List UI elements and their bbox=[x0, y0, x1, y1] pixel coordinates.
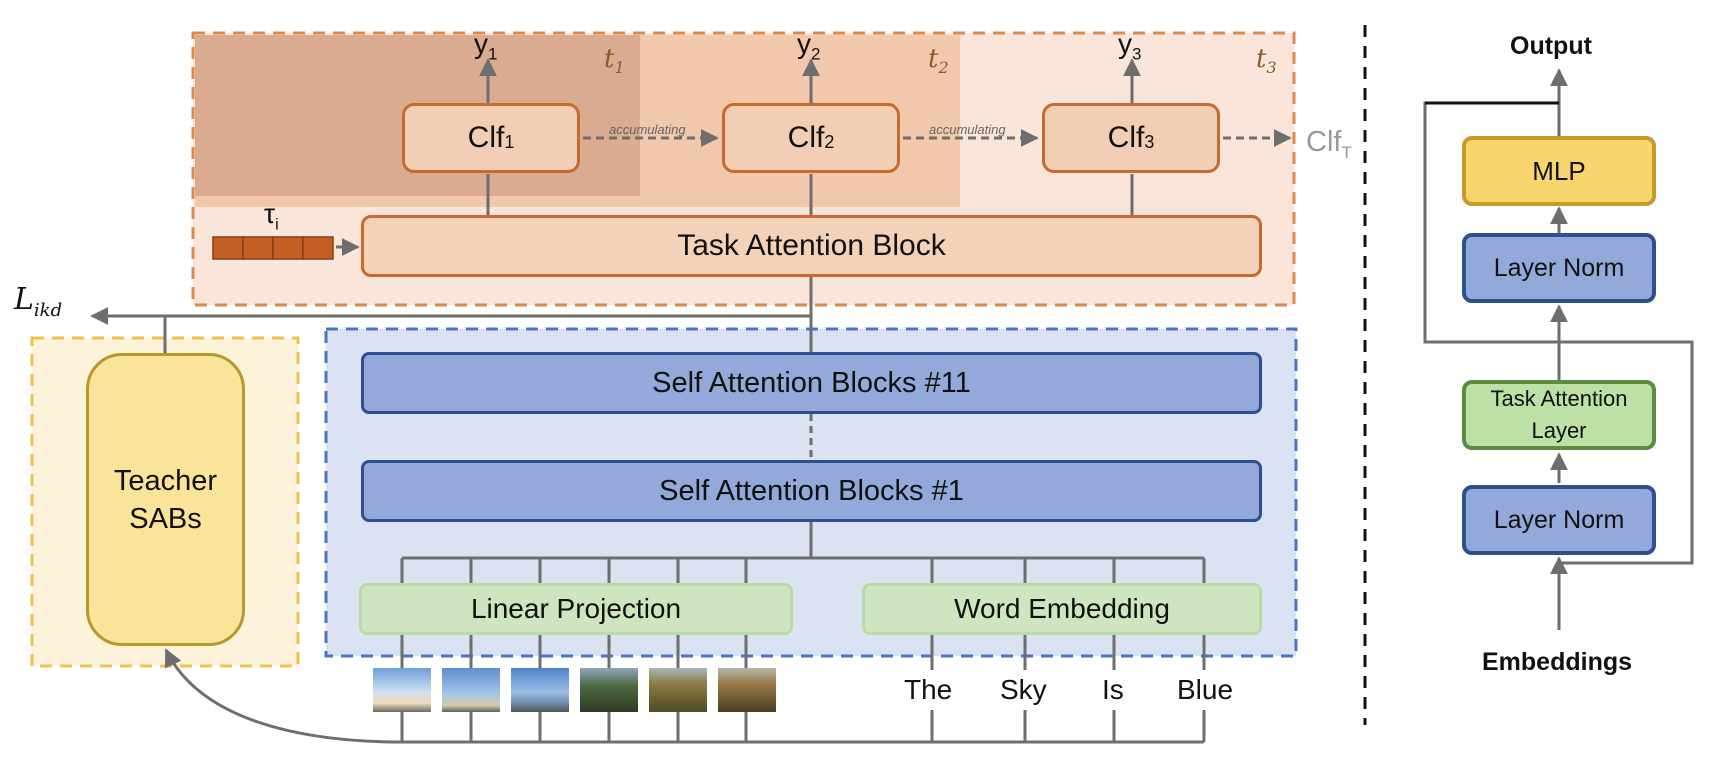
word-embedding: Word Embedding bbox=[862, 583, 1262, 635]
detail-embeddings-label: Embeddings bbox=[1482, 648, 1633, 676]
word-token-4: Blue bbox=[1177, 674, 1234, 705]
detail-layer-norm-bottom: Layer Norm bbox=[1462, 485, 1656, 555]
classifier-final: ClfT bbox=[1306, 126, 1352, 162]
task-label-t2: t2 bbox=[928, 44, 949, 78]
task-label-t3: t3 bbox=[1256, 44, 1277, 78]
word-token-3: Is bbox=[1102, 674, 1124, 705]
accumulating-label-2: accumulating bbox=[929, 122, 1006, 137]
detail-output-label: Output bbox=[1510, 32, 1592, 60]
word-token-1: The bbox=[904, 674, 953, 705]
teacher-line-1: Teacher bbox=[113, 464, 218, 497]
word-token-2: Sky bbox=[1000, 674, 1047, 705]
teacher-line-2: SABs bbox=[129, 502, 202, 535]
input-drops bbox=[400, 635, 1206, 742]
bus-drops bbox=[400, 558, 1206, 583]
detail-tal-line-2: Layer bbox=[1531, 418, 1587, 443]
self-attention-blocks-1: Self Attention Blocks #1 bbox=[361, 460, 1262, 522]
output-y3: y3 bbox=[1118, 28, 1142, 64]
accumulating-label-1: accumulating bbox=[609, 122, 686, 137]
detail-task-attention-layer: Task Attention Layer bbox=[1462, 380, 1656, 450]
detail-skip-1 bbox=[1559, 340, 1694, 565]
output-y2: y2 bbox=[797, 28, 821, 64]
input-images bbox=[373, 668, 776, 712]
input-image-3 bbox=[511, 668, 569, 712]
task-attention-block: Task Attention Block bbox=[361, 215, 1262, 277]
task-label-t1: t1 bbox=[604, 44, 625, 78]
detail-mlp: MLP bbox=[1462, 136, 1656, 206]
detail-tal-line-1: Task Attention bbox=[1490, 386, 1628, 411]
loss-label: Likd bbox=[14, 282, 63, 321]
self-attention-blocks-11: Self Attention Blocks #11 bbox=[361, 352, 1262, 414]
teacher-sabs: Teacher SABs bbox=[86, 353, 245, 646]
task-token-label: τi bbox=[264, 198, 279, 234]
input-image-2 bbox=[442, 668, 500, 712]
input-image-4 bbox=[580, 668, 638, 712]
input-image-1 bbox=[373, 668, 431, 712]
input-image-6 bbox=[718, 668, 776, 712]
linear-projection: Linear Projection bbox=[359, 583, 793, 635]
detail-layer-norm-top: Layer Norm bbox=[1462, 233, 1656, 303]
input-image-5 bbox=[649, 668, 707, 712]
task-token-cells bbox=[212, 236, 334, 260]
output-y1: y1 bbox=[474, 28, 498, 64]
teacher-input-arrow bbox=[164, 648, 403, 744]
